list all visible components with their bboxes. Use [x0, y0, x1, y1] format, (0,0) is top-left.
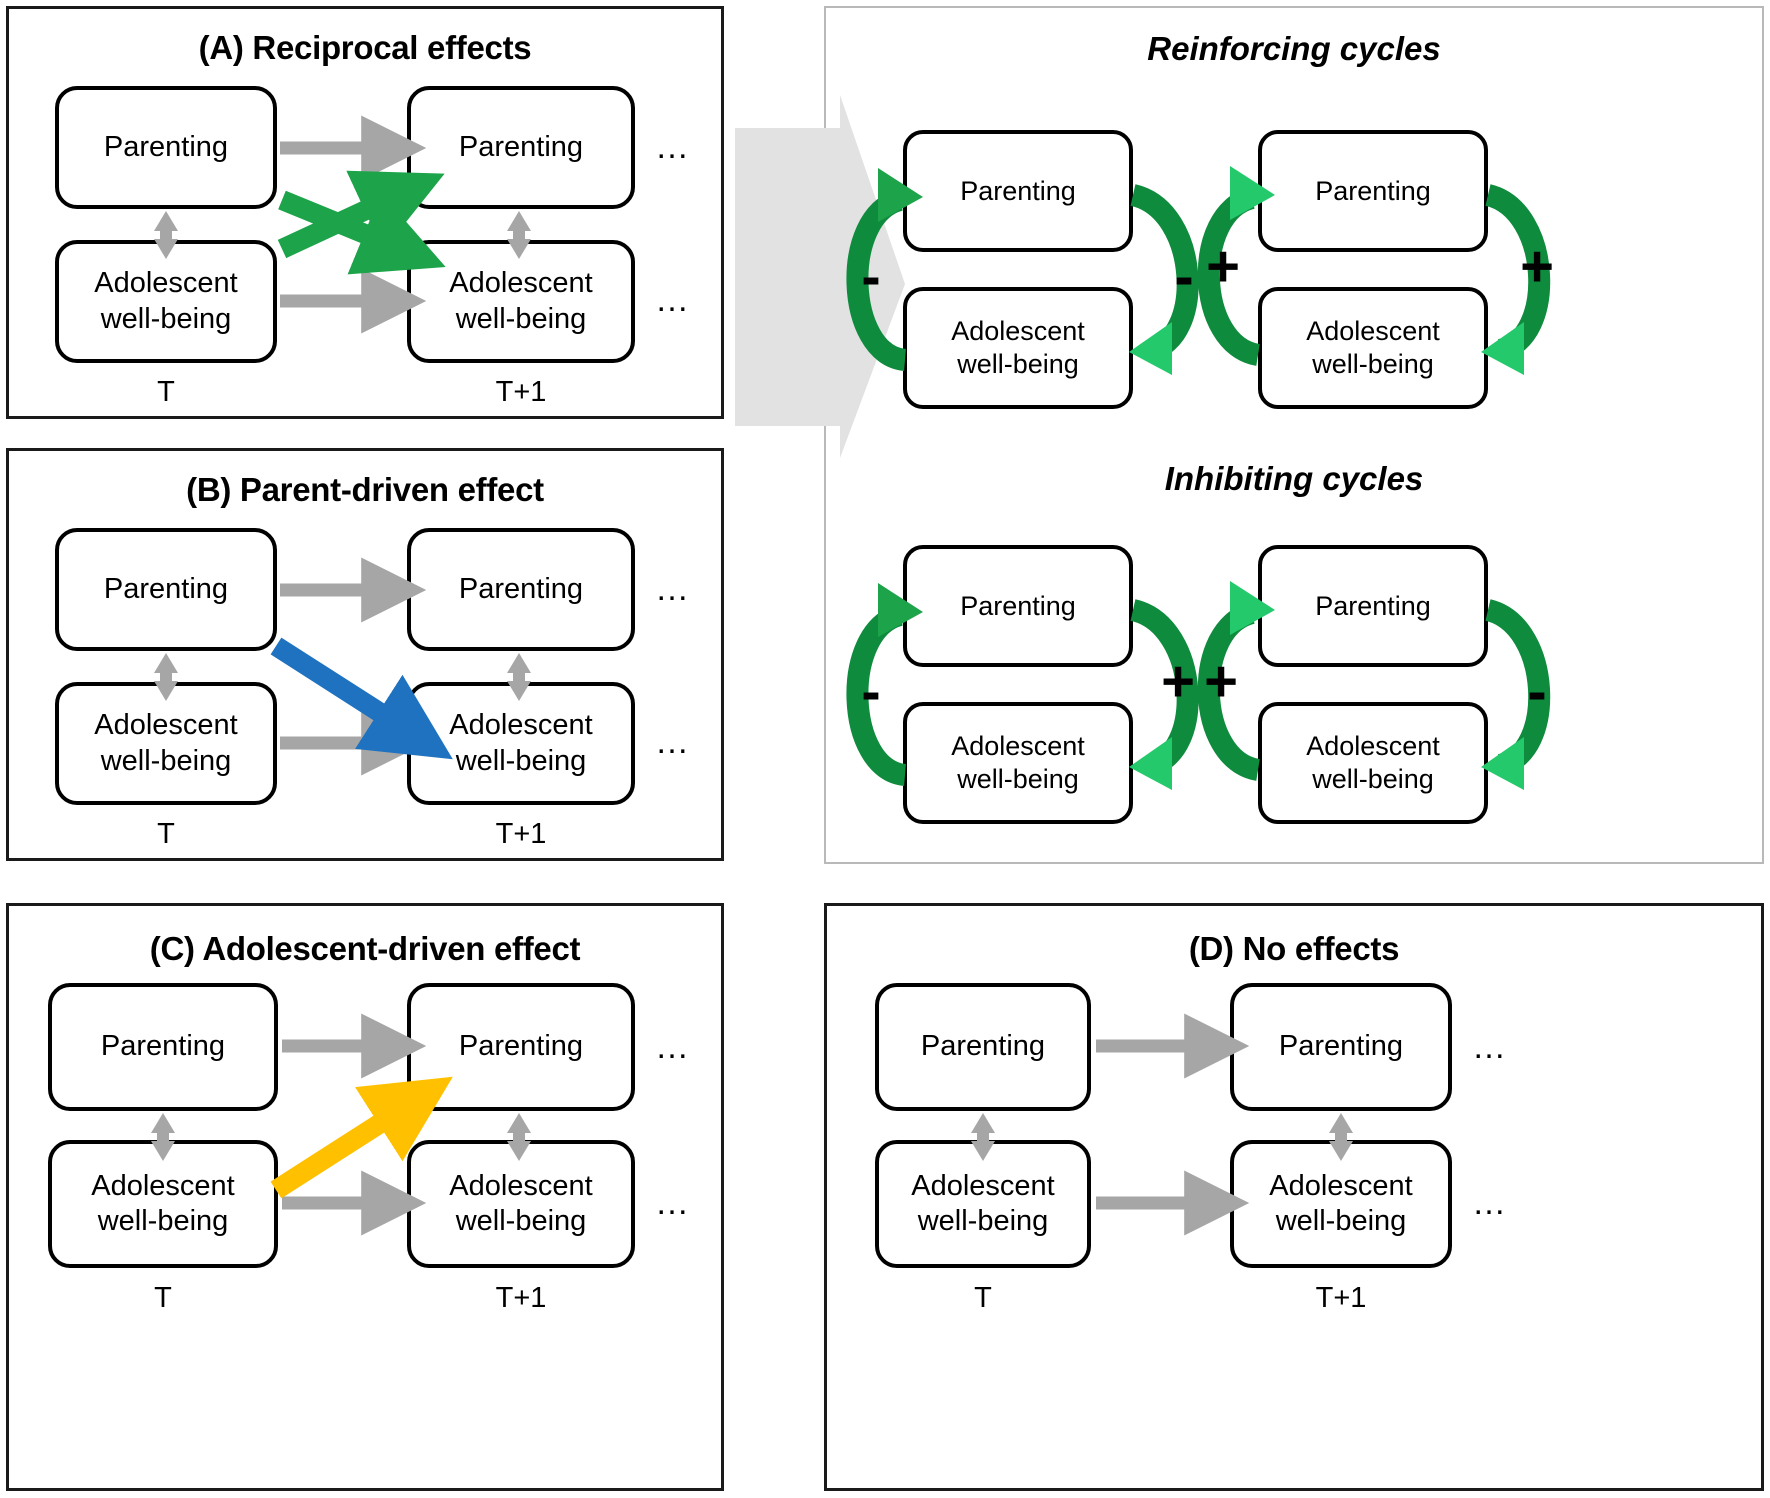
reinforcing-right-cycle-sign-right: +: [1520, 234, 1554, 299]
node-label: Parenting: [1278, 1030, 1404, 1063]
node-label: Parenting: [960, 590, 1076, 621]
panel-b-ellipsis-top: …: [655, 570, 692, 608]
panel-a-node-parenting-t: Parenting: [55, 86, 277, 209]
panel-a-time-label-t: T: [157, 376, 175, 408]
panel-b-time-label-t1: T+1: [495, 818, 547, 850]
panel-d-node-parenting-t1: Parenting: [1230, 983, 1452, 1111]
node-label: Parenting: [920, 1030, 1046, 1063]
inhibiting-right-cycle-sign-left: +: [1204, 649, 1238, 714]
panel-b-node-parenting-t1: Parenting: [407, 528, 635, 651]
panel-d-node-parenting-t: Parenting: [875, 983, 1091, 1111]
node-label: Parenting: [103, 572, 229, 605]
panel-c-ellipsis-bottom: …: [655, 1184, 692, 1222]
panel-c-ellipsis-top: …: [655, 1028, 692, 1066]
inhibiting-right-cycle-node-parenting: Parenting: [1258, 545, 1488, 667]
node-label: Parenting: [458, 1030, 584, 1063]
node-label: Parenting: [100, 1030, 226, 1063]
inhibiting-left-cycle-sign-right: +: [1161, 649, 1195, 714]
panel-a-title: (A) Reciprocal effects: [198, 29, 532, 66]
inhibiting-left-cycle-node-parenting: Parenting: [903, 545, 1133, 667]
reinforcing-cycles-title: Reinforcing cycles: [1147, 30, 1441, 67]
node-label: Parenting: [1315, 175, 1431, 206]
inhibiting-cycles-title: Inhibiting cycles: [1164, 460, 1424, 497]
panel-d-title: (D) No effects: [1188, 930, 1400, 967]
node-label: Parenting: [458, 572, 584, 605]
inhibiting-right-cycle-sign-right: -: [1527, 659, 1547, 724]
panel-b-ellipsis-bottom: …: [655, 723, 692, 761]
inhibiting-left-cycle-sign-left: -: [861, 659, 881, 724]
panel-a-node-parenting-t1: Parenting: [407, 86, 635, 209]
reinforcing-left-cycle-sign-left: -: [861, 244, 881, 309]
panel-c-time-label-t: T: [154, 1282, 172, 1314]
node-label: Parenting: [103, 130, 229, 163]
reinforcing-left-cycle-sign-right: -: [1174, 244, 1194, 309]
panel-c-node-parenting-t1: Parenting: [407, 983, 635, 1111]
panel-d-time-label-t1: T+1: [1315, 1282, 1367, 1314]
reinforcing-left-cycle-node-parenting: Parenting: [903, 130, 1133, 252]
panel-c-time-label-t1: T+1: [495, 1282, 547, 1314]
node-label: Parenting: [458, 130, 584, 163]
panel-d-ellipsis-bottom: …: [1472, 1184, 1509, 1222]
panel-c-title: (C) Adolescent-driven effect: [149, 930, 581, 967]
panel-d-ellipsis-top: …: [1472, 1028, 1509, 1066]
panel-b-time-label-t: T: [157, 818, 175, 850]
panel-d-time-label-t: T: [974, 1282, 992, 1314]
panel-c-node-parenting-t: Parenting: [48, 983, 278, 1111]
reinforcing-right-cycle-sign-left: +: [1206, 234, 1240, 299]
node-label: Parenting: [1315, 590, 1431, 621]
panel-a-ellipsis-top: …: [655, 128, 692, 166]
panel-b-node-parenting-t: Parenting: [55, 528, 277, 651]
reinforcing-right-cycle-node-parenting: Parenting: [1258, 130, 1488, 252]
panel-a-ellipsis-bottom: …: [655, 281, 692, 319]
node-label: Parenting: [960, 175, 1076, 206]
panel-b-title: (B) Parent-driven effect: [186, 471, 544, 508]
panel-a-time-label-t1: T+1: [495, 376, 547, 408]
